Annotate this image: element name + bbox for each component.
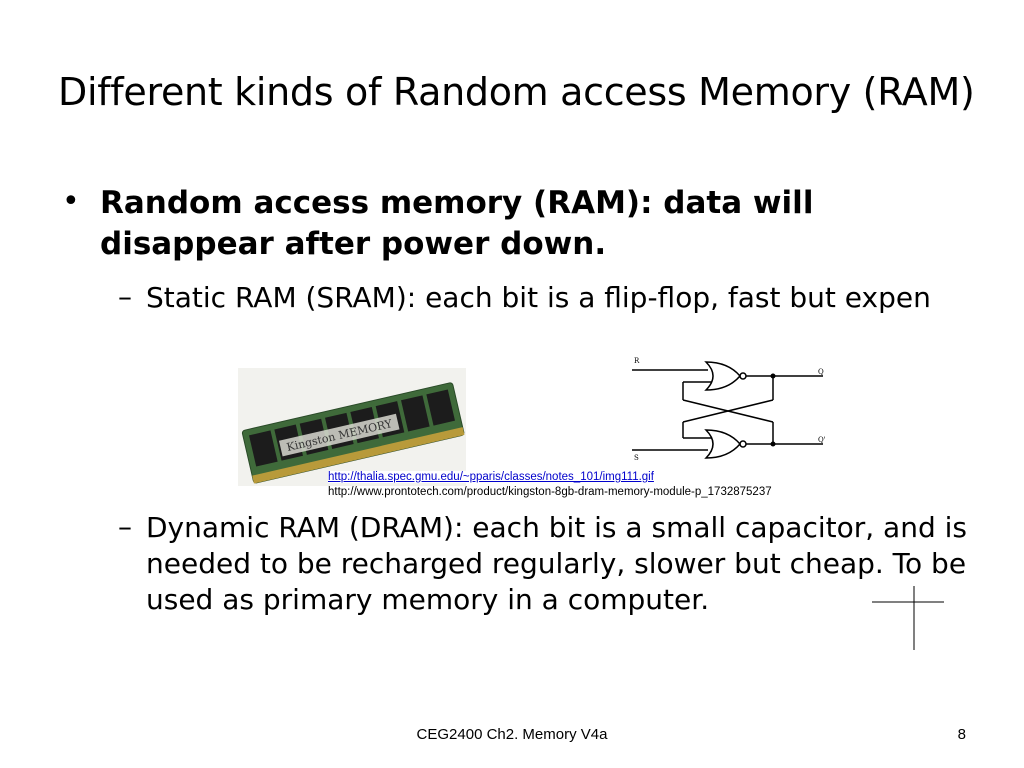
flipflop-diagram: R S Q Q' (632, 357, 826, 462)
output-qbar-label: Q' (818, 436, 826, 444)
output-q-label: Q (818, 368, 824, 376)
source-link-ram: http://www.prontotech.com/product/kingst… (328, 486, 772, 498)
ram-module-image: Kingston MEMORY (238, 368, 466, 486)
image-sources: http://thalia.spec.gmu.edu/~pparis/class… (328, 470, 772, 500)
dash-icon: – (118, 510, 132, 543)
dash-icon: – (118, 280, 132, 313)
main-bullet-text: Random access memory (RAM): data will di… (100, 185, 814, 262)
crosshair-mark (872, 586, 944, 650)
page-number: 8 (957, 726, 966, 743)
source-link-flipflop[interactable]: http://thalia.spec.gmu.edu/~pparis/class… (328, 471, 656, 483)
footer-text: CEG2400 Ch2. Memory V4a (416, 726, 608, 743)
sram-text: Static RAM (SRAM): each bit is a flip-fl… (146, 281, 931, 314)
bullet-icon: • (62, 184, 80, 219)
slide-title: Different kinds of Random access Memory … (58, 70, 975, 114)
dram-text: Dynamic RAM (DRAM): each bit is a small … (146, 511, 967, 616)
input-r-label: R (634, 357, 640, 365)
input-s-label: S (634, 454, 639, 462)
